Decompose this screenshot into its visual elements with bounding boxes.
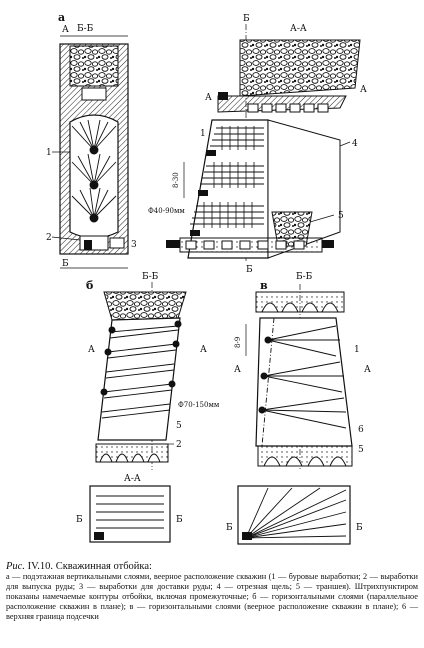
cut-b-v-left: Б xyxy=(226,523,233,533)
callout-v-6: 6 xyxy=(358,425,364,435)
figure-v: в Б-Б 8-9 А А 1 xyxy=(226,272,371,545)
section-label-b-bottom: А-А xyxy=(124,474,141,484)
diameter-label-a: Ф40-90мм xyxy=(148,207,185,215)
callout-1: 1 xyxy=(46,148,52,158)
caption-number: IV.10. xyxy=(27,561,54,572)
caption-title: Скважинная отбойка: xyxy=(55,561,152,572)
callout-b-5: 5 xyxy=(176,421,182,431)
cut-a-b-left: А xyxy=(88,345,95,355)
figure-b-letter: б xyxy=(86,279,93,292)
cut-b-plan-left: Б xyxy=(76,515,83,525)
cut-b-plan-right: Б xyxy=(176,515,183,525)
height-label-a: 8-30 xyxy=(172,172,180,188)
fan-holes-v xyxy=(261,317,347,447)
callout-2: 2 xyxy=(46,233,52,243)
figure-caption: Рис. IV.10. Скважинная отбойка: а — подэ… xyxy=(6,561,418,622)
figure-a: а Б-Б А xyxy=(46,11,367,275)
caption-prefix: Рис. xyxy=(6,561,25,572)
callout-b-2: 2 xyxy=(176,440,182,450)
cut-a-right: А xyxy=(360,85,367,95)
section-label-v: Б-Б xyxy=(296,272,313,282)
caption-body: а — подэтажная вертикальными слоями, вее… xyxy=(6,572,418,621)
cut-a-left: А xyxy=(205,93,212,103)
cut-a-mark: А xyxy=(62,25,69,35)
cut-b-top: Б xyxy=(243,14,250,24)
callout-a-4: 4 xyxy=(352,139,358,149)
figure-a-letter: а xyxy=(58,11,65,24)
cut-a-v-left: А xyxy=(234,365,241,375)
figure-canvas: а Б-Б А xyxy=(46,11,371,545)
callout-v-5: 5 xyxy=(358,445,364,455)
diameter-label-b: Ф70-150мм xyxy=(178,401,220,409)
section-label-bb: Б-Б xyxy=(77,24,94,34)
callout-a-5: 5 xyxy=(338,211,344,221)
plan-fan-v xyxy=(245,487,347,539)
cut-a-v-right: А xyxy=(364,365,371,375)
section-label-b-top: Б-Б xyxy=(142,272,159,282)
height-label-v: 8-9 xyxy=(234,337,242,348)
fan-holes-a xyxy=(71,119,117,223)
cut-b-mark: Б xyxy=(62,259,69,269)
figure-a-section-aa: А-А Б xyxy=(148,14,367,275)
plan-holes-b xyxy=(96,495,164,529)
figure-b: б Б-Б А А Ф70-150мм 5 2 А- xyxy=(76,272,220,543)
caption-title-line: Рис. IV.10. Скважинная отбойка: xyxy=(6,561,418,572)
callout-a-1: 1 xyxy=(200,129,206,139)
hole-columns-a xyxy=(203,126,255,228)
cut-b-v-right: Б xyxy=(356,523,363,533)
callout-3: 3 xyxy=(131,240,137,250)
section-label-aa: А-А xyxy=(290,24,307,34)
figure-a-section-bb: Б-Б А Б 1 xyxy=(46,24,137,269)
figure-v-letter: в xyxy=(260,279,268,292)
cut-b-bottom: Б xyxy=(246,265,253,275)
parallel-holes-b xyxy=(101,325,179,419)
cut-a-b-right: А xyxy=(200,345,207,355)
callout-v-1: 1 xyxy=(354,345,360,355)
